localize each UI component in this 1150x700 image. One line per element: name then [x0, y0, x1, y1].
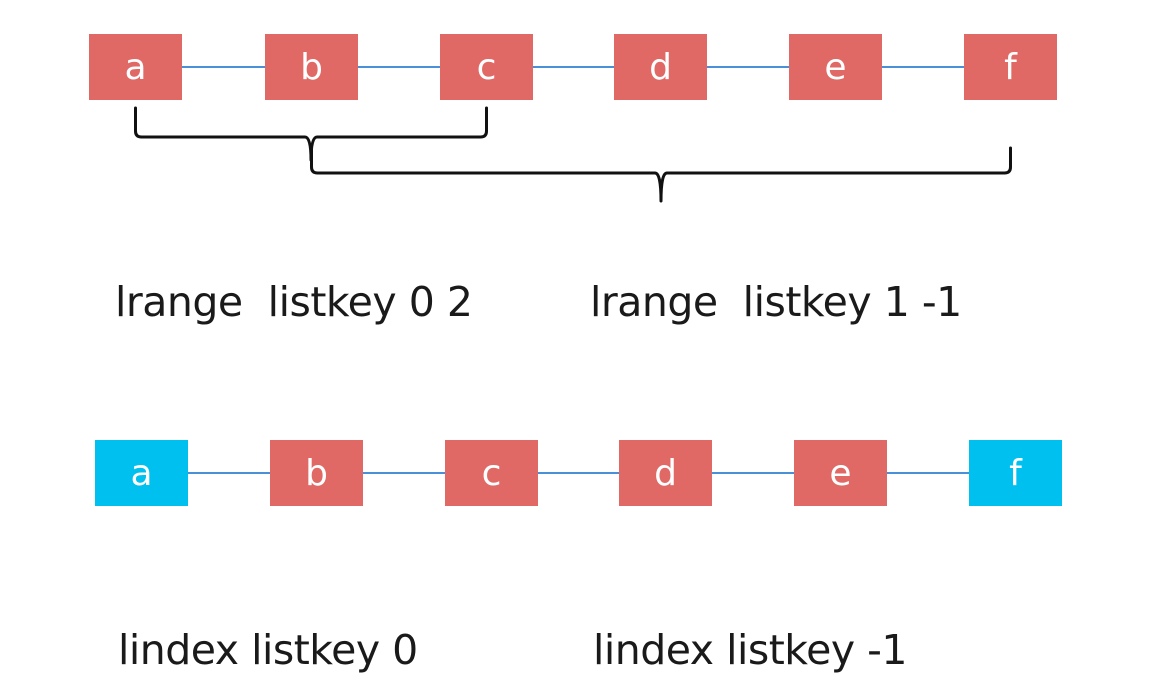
lrange-list-node-e: e: [789, 34, 882, 100]
lindex-list-node-e: e: [794, 440, 887, 506]
lrange-list-node-label: b: [300, 47, 323, 88]
lindex-list-node-b: b: [270, 440, 363, 506]
lrange-list-node-box: [89, 34, 182, 100]
lrange-list-node-label: e: [824, 47, 846, 88]
caption-lindex-0: lindex listkey 0: [118, 626, 418, 674]
lindex-list-node-label: b: [305, 453, 328, 494]
lrange-list-node-box: [614, 34, 707, 100]
lrange-list-node-label: f: [1004, 47, 1018, 88]
range-brace-1-5: [310, 146, 1012, 203]
lindex-list-node-label: d: [654, 453, 677, 494]
lrange-list-node-box: [265, 34, 358, 100]
lrange-list-node-label: c: [477, 47, 497, 88]
lindex-list-node-f: f: [969, 440, 1062, 506]
lindex-list-node-box: [270, 440, 363, 506]
lrange-list-row: a b c d e f: [89, 34, 1057, 100]
range-braces: [134, 106, 1012, 203]
caption-lrange-0-2: lrange listkey 0 2: [115, 278, 473, 326]
lindex-list-node-box: [95, 440, 188, 506]
lrange-list-node-f: f: [964, 34, 1057, 100]
lindex-list-node-label: a: [130, 453, 152, 494]
lrange-list-node-label: a: [124, 47, 146, 88]
lrange-list-node-d: d: [614, 34, 707, 100]
lindex-list-node-a: a: [95, 440, 188, 506]
lrange-list-node-box: [789, 34, 882, 100]
lindex-list-node-box: [969, 440, 1062, 506]
lrange-list-node-b: b: [265, 34, 358, 100]
lrange-list-node-box: [964, 34, 1057, 100]
lindex-list-node-box: [794, 440, 887, 506]
lindex-list-node-box: [445, 440, 538, 506]
lindex-list-row: a b c d e f: [95, 440, 1062, 506]
lrange-list-node-c: c: [440, 34, 533, 100]
caption-lindex-neg1: lindex listkey -1: [593, 626, 908, 674]
lindex-list-node-label: e: [829, 453, 851, 494]
lindex-list-node-d: d: [619, 440, 712, 506]
lindex-list-node-label: f: [1009, 453, 1023, 494]
lindex-list-node-label: c: [482, 453, 502, 494]
lrange-list-node-box: [440, 34, 533, 100]
lindex-list-node-box: [619, 440, 712, 506]
caption-lrange-1-neg1: lrange listkey 1 -1: [590, 278, 962, 326]
lindex-list-node-c: c: [445, 440, 538, 506]
lrange-list-node-a: a: [89, 34, 182, 100]
lrange-list-node-label: d: [649, 47, 672, 88]
